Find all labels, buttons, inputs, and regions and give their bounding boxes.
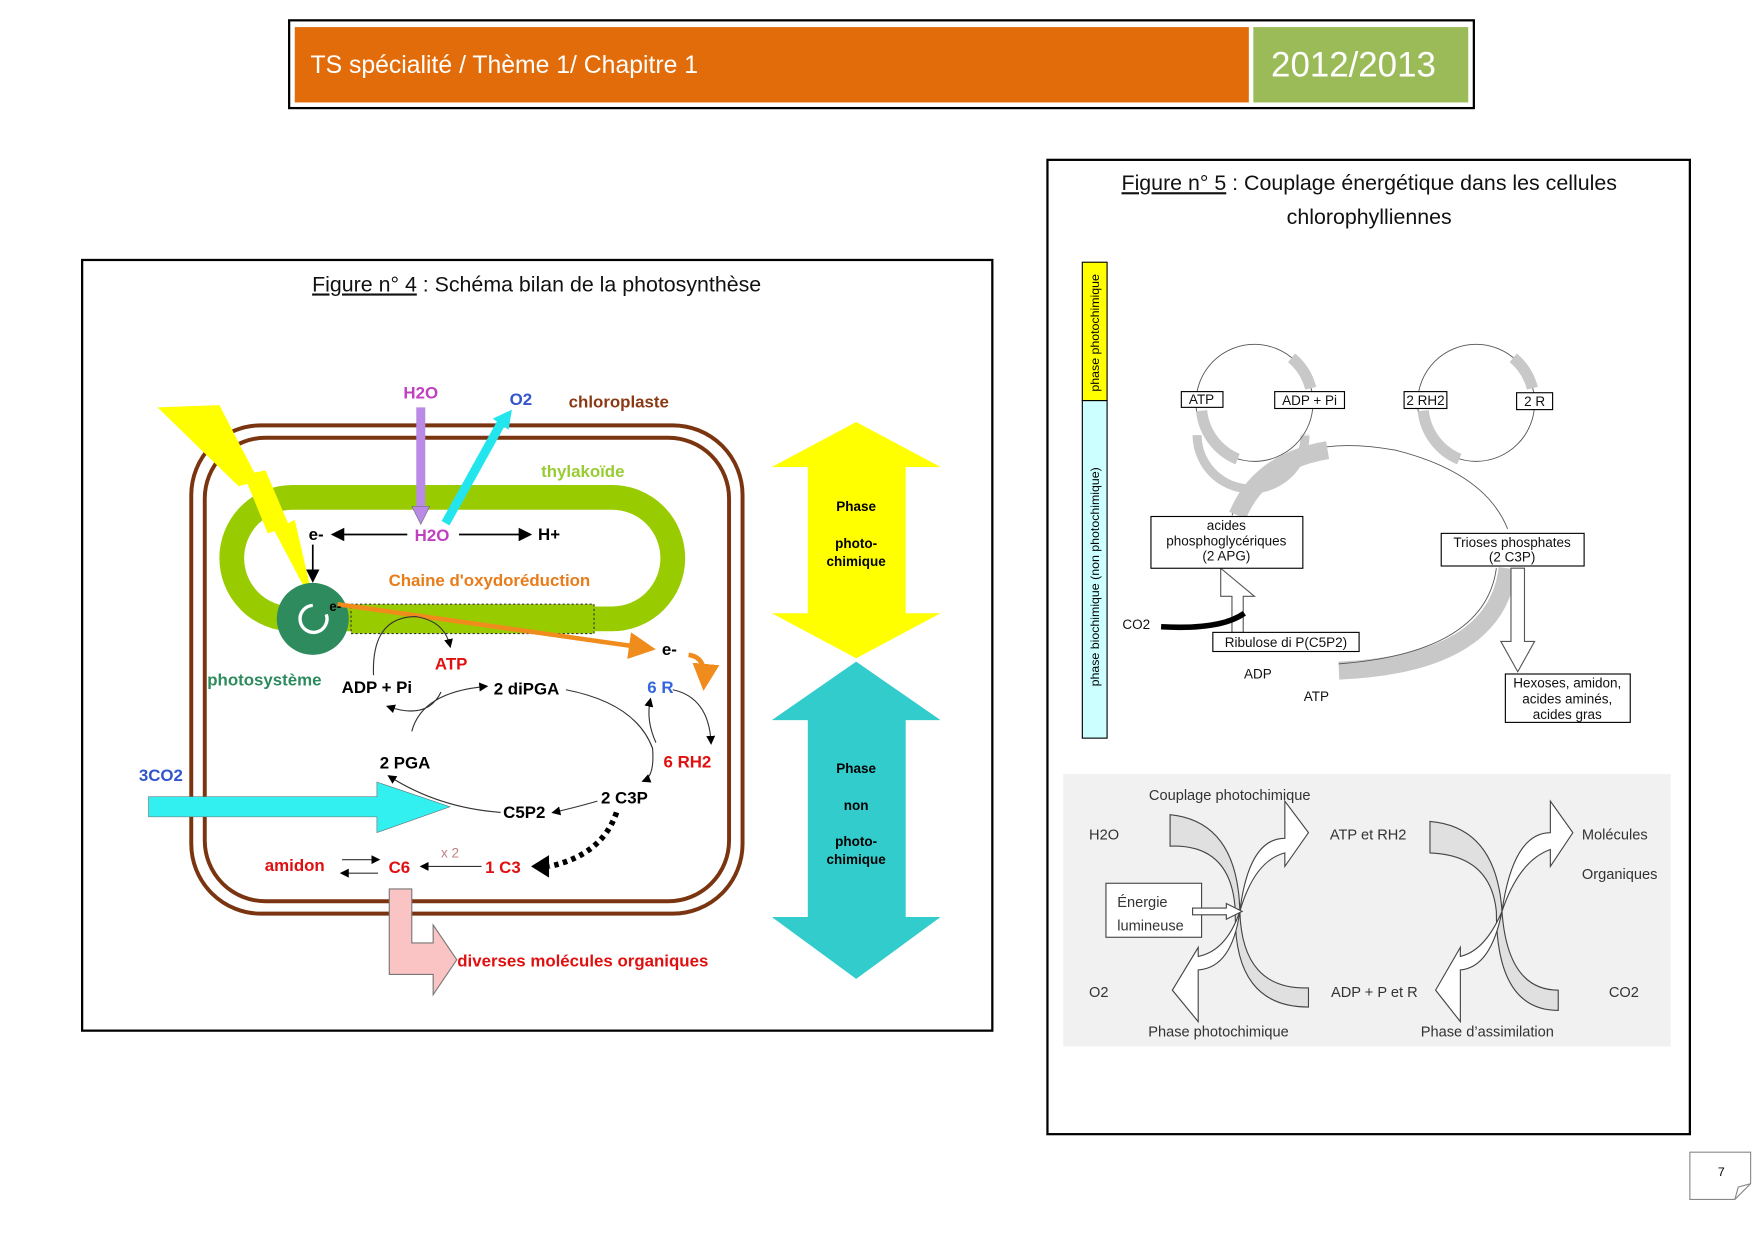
box-trioses-line1: Trioses phosphates xyxy=(1453,535,1571,550)
figure-4-caption: Figure n° 4 : Schéma bilan de la photosy… xyxy=(312,272,761,296)
figure-5-boxes: ATP ADP + Pi 2 RH2 2 R acides phosphogly… xyxy=(1122,391,1631,723)
label-atp: ATP xyxy=(435,655,467,674)
box-atp: ATP xyxy=(1189,392,1214,407)
calvin-cycle-arrows xyxy=(339,616,716,878)
label-h2o-in: H2O xyxy=(403,383,438,402)
box-hexoses-line2: acides aminés, xyxy=(1522,691,1612,706)
label-atp: ATP xyxy=(1304,689,1329,704)
box-2rh2: 2 RH2 xyxy=(1406,393,1444,408)
label-adp-pi: ADP + Pi xyxy=(342,678,412,697)
figure-5-caption-line2: chlorophylliennes xyxy=(1287,205,1452,229)
label-organiques: Organiques xyxy=(1582,867,1658,883)
label-chloroplaste: chloroplaste xyxy=(569,392,669,411)
side-bar-photochimique xyxy=(1081,261,1108,402)
figure-4: Figure n° 4 : Schéma bilan de la photosy… xyxy=(81,258,994,1032)
box-apg-line3: (2 APG) xyxy=(1202,548,1250,563)
label-c5p2: C5P2 xyxy=(503,803,545,822)
side-label-top: phase photochimique xyxy=(1088,274,1102,392)
phase1-line1: Phase xyxy=(836,499,876,514)
label-6r: 6 R xyxy=(647,678,673,697)
redox-chain-box xyxy=(350,603,595,635)
coupling-scheme: Couplage photochimique H2O ATP et RH2 Mo… xyxy=(1063,774,1671,1047)
label-lumineuse: lumineuse xyxy=(1117,919,1184,935)
label-co2-bottom: CO2 xyxy=(1609,985,1639,1001)
label-6rh2: 6 RH2 xyxy=(664,752,712,771)
label-e-left: e- xyxy=(309,525,324,544)
phase2-line3: photo- xyxy=(835,834,877,849)
phase2-line1: Phase xyxy=(836,761,876,776)
phase2-line2: non xyxy=(844,798,869,813)
header: TS spécialité / Thème 1/ Chapitre 1 2012… xyxy=(288,19,1475,110)
label-x2: x 2 xyxy=(441,845,459,860)
organic-molecules-arrow xyxy=(388,888,458,997)
figure-4-labels: H2O O2 chloroplaste thylakoïde e- H2O H+… xyxy=(139,383,711,970)
label-o2: O2 xyxy=(510,390,532,409)
o2-out-arrow xyxy=(492,409,512,430)
label-chaine: Chaine d'oxydoréduction xyxy=(389,571,591,590)
label-dipga: 2 diPGA xyxy=(494,679,560,698)
phase1-line3: chimique xyxy=(827,554,887,569)
photosystem xyxy=(276,582,349,655)
label-c6: C6 xyxy=(389,858,411,877)
box-ribulose: Ribulose di P(C5P2) xyxy=(1225,635,1347,650)
label-h2o: H2O xyxy=(1089,827,1119,843)
label-phase-photochimique: Phase photochimique xyxy=(1148,1024,1289,1040)
label-co2: CO2 xyxy=(1122,617,1150,632)
box-hexoses-line3: acides gras xyxy=(1533,707,1602,722)
label-adp: ADP xyxy=(1244,667,1272,682)
label-2c3p: 2 C3P xyxy=(601,788,648,807)
header-title-bar xyxy=(294,27,1249,103)
chloroplast-inner-membrane xyxy=(202,435,732,904)
box-hexoses-line1: Hexoses, amidon, xyxy=(1513,676,1621,691)
cycle-arrows xyxy=(1160,343,1538,680)
label-e-photosystem: e- xyxy=(329,599,341,614)
label-phase-assimilation: Phase d’assimilation xyxy=(1421,1024,1554,1040)
phase-photochimique-arrow xyxy=(771,421,941,659)
label-h-plus: H+ xyxy=(538,525,560,544)
figure-5: Figure n° 5 : Couplage énergétique dans … xyxy=(1046,158,1691,1136)
label-1c3: 1 C3 xyxy=(485,858,521,877)
label-photosysteme: photosystème xyxy=(207,670,321,689)
label-2pga: 2 PGA xyxy=(380,754,431,773)
label-adp-p-r: ADP + P et R xyxy=(1331,985,1418,1001)
cycle-icon xyxy=(298,603,329,635)
figure-5-caption: Figure n° 5 : Couplage énergétique dans … xyxy=(1122,171,1617,195)
label-couplage: Couplage photochimique xyxy=(1149,788,1311,804)
label-amidon: amidon xyxy=(265,856,325,875)
light-bolt-icon xyxy=(157,405,316,608)
header-title: TS spécialité / Thème 1/ Chapitre 1 xyxy=(311,52,698,79)
phase1-line2: photo- xyxy=(835,536,877,551)
h2o-in-arrow xyxy=(411,506,431,525)
label-3co2: 3CO2 xyxy=(139,766,183,785)
label-atp-rh2: ATP et RH2 xyxy=(1330,827,1407,843)
box-2r: 2 R xyxy=(1524,394,1545,409)
page-number-box: 7 xyxy=(1689,1151,1752,1200)
label-molecules: Molécules xyxy=(1582,827,1648,843)
phase-labels: Phase photo- chimique Phase non photo- c… xyxy=(827,499,887,867)
box-apg-line1: acides xyxy=(1207,518,1246,533)
side-label-bottom: phase biochimique (non photochimique) xyxy=(1088,467,1102,686)
label-h2o-mid: H2O xyxy=(415,526,450,545)
box-apg-line2: phosphoglycériques xyxy=(1166,534,1286,549)
header-year-bar xyxy=(1253,27,1469,103)
label-thylakoide: thylakoïde xyxy=(541,462,624,481)
page-number: 7 xyxy=(1718,1165,1725,1179)
header-year: 2012/2013 xyxy=(1271,46,1436,85)
label-e-right: e- xyxy=(662,640,677,659)
chloroplast-outer-membrane xyxy=(189,423,745,916)
box-adp-pi: ADP + Pi xyxy=(1282,393,1337,408)
side-bar-biochimique xyxy=(1081,400,1108,739)
label-energie: Énergie xyxy=(1117,894,1167,911)
phase-non-photochimique-arrow xyxy=(771,661,941,979)
phase2-line4: chimique xyxy=(827,852,887,867)
label-o2: O2 xyxy=(1089,985,1109,1001)
label-diverses: diverses molécules organiques xyxy=(457,952,708,971)
co2-in-arrow xyxy=(148,781,451,834)
box-trioses-line2: (2 C3P) xyxy=(1489,549,1536,564)
